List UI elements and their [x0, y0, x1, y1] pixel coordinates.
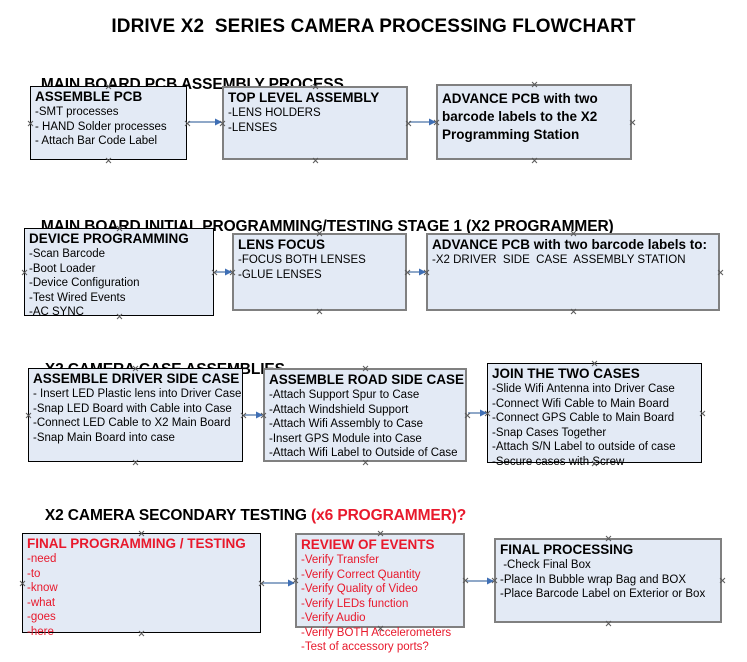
node-line: -LENS HOLDERS	[228, 107, 321, 119]
section-heading-4-text: X2 CAMERA SECONDARY TESTING	[44, 507, 312, 524]
node-title: JOIN THE TWO CASES	[492, 366, 640, 381]
page-title: IDRIVE X2 SERIES CAMERA PROCESSING FLOWC…	[111, 16, 636, 37]
node-line: -Verify LEDs function	[301, 597, 409, 610]
node-line: -X2 DRIVER SIDE CASE ASSEMBLY STATION	[432, 254, 686, 266]
node-line: -GLUE LENSES	[238, 268, 322, 281]
node-line: -Place Barcode Label on Exterior or Box	[500, 588, 706, 600]
node-line: -Scan Barcode	[29, 248, 106, 260]
node-advance-pcb-driver-side[interactable]: ADVANCE PCB with two barcode labels to: …	[426, 233, 720, 311]
node-line: -to	[27, 567, 41, 580]
section-heading-4: X2 CAMERA SECONDARY TESTING (x6 PROGRAMM…	[28, 489, 466, 543]
node-top-level-assembly[interactable]: TOP LEVEL ASSEMBLY -LENS HOLDERS -LENSES	[222, 86, 408, 160]
node-line: -Verify Transfer	[301, 554, 379, 566]
node-title: ASSEMBLE PCB	[35, 89, 143, 104]
node-line: -Place In Bubble wrap Bag and BOX	[500, 573, 687, 586]
node-line: -Attach Support Spur to Case	[269, 389, 420, 401]
node-line: -Boot Loader	[29, 262, 96, 275]
node-final-programming-testing[interactable]: FINAL PROGRAMMING / TESTING -need -to -k…	[22, 533, 261, 638]
node-line: -Verify Audio	[301, 612, 366, 624]
node-final-processing[interactable]: FINAL PROCESSING -Check Final Box -Place…	[494, 538, 722, 623]
node-line: -AC SYNC	[29, 306, 84, 318]
node-line: - HAND Solder processes	[35, 120, 167, 133]
node-line: -Snap Main Board into case	[33, 431, 175, 444]
node-line: -Verify Quality of Video	[301, 583, 418, 595]
node-advance-pcb-programming-station[interactable]: ADVANCE PCB with two barcode labels to t…	[436, 84, 632, 160]
node-line: -Secure cases with Screw	[492, 455, 625, 468]
node-line: -Connect Wifi Cable to Main Board	[492, 397, 670, 410]
node-title: ASSEMBLE DRIVER SIDE CASE	[33, 371, 240, 386]
node-line-overflow: -Test of accessory ports?	[301, 641, 429, 653]
node-title: DEVICE PROGRAMMING	[29, 231, 189, 246]
node-device-programming[interactable]: DEVICE PROGRAMMING -Scan Barcode -Boot L…	[24, 228, 214, 318]
node-line: -Device Configuration	[29, 277, 140, 289]
node-line: - Attach Bar Code Label	[35, 135, 158, 147]
node-line: -Attach Wifi Assembly to Case	[269, 418, 424, 430]
node-title: ADVANCE PCB with two barcode labels to t…	[442, 91, 598, 142]
node-line: -goes	[27, 611, 56, 623]
node-title: LENS FOCUS	[238, 237, 326, 252]
node-line: -Test Wired Events	[29, 291, 126, 304]
node-line: -Verify Correct Quantity	[301, 568, 421, 581]
node-line: -need	[27, 553, 57, 565]
node-line: -Snap LED Board with Cable into Case	[33, 402, 232, 415]
node-assemble-driver-side-case[interactable]: ASSEMBLE DRIVER SIDE CASE - Insert LED P…	[28, 368, 243, 462]
node-line: -Attach Windshield Support	[269, 403, 409, 416]
node-line: -Attach Wifi Label to Outside of Case	[269, 447, 458, 459]
node-title: ADVANCE PCB with two barcode labels to:	[432, 237, 708, 252]
node-line: -Check Final Box	[500, 559, 591, 571]
node-line: -Connect LED Cable to X2 Main Board	[33, 417, 231, 429]
node-line: -Insert GPS Module into Case	[269, 432, 422, 445]
node-line: - Insert LED Plastic lens into Driver Ca…	[33, 388, 242, 400]
node-title: FINAL PROGRAMMING / TESTING	[27, 536, 246, 551]
node-line: -Snap Cases Together	[492, 426, 607, 439]
node-lens-focus[interactable]: LENS FOCUS -FOCUS BOTH LENSES -GLUE LENS…	[232, 233, 407, 311]
node-assemble-pcb[interactable]: ASSEMBLE PCB -SMT processes - HAND Solde…	[30, 86, 187, 160]
node-line: -LENSES	[228, 121, 278, 134]
node-line: -SMT processes	[35, 106, 119, 118]
node-title: TOP LEVEL ASSEMBLY	[228, 90, 380, 105]
node-line: -Slide Wifi Antenna into Driver Case	[492, 383, 675, 395]
node-review-of-events[interactable]: REVIEW OF EVENTS -Verify Transfer -Verif…	[295, 533, 465, 653]
node-title: REVIEW OF EVENTS	[301, 537, 435, 552]
node-title: FINAL PROCESSING	[500, 542, 634, 557]
node-join-the-two-cases[interactable]: JOIN THE TWO CASES -Slide Wifi Antenna i…	[487, 363, 702, 468]
node-line: -Connect GPS Cable to Main Board	[492, 412, 675, 424]
node-line: -what	[27, 596, 56, 609]
node-line: -know	[27, 582, 58, 594]
node-line: -here	[27, 625, 54, 638]
node-assemble-road-side-case[interactable]: ASSEMBLE ROAD SIDE CASE -Attach Support …	[263, 368, 467, 462]
node-line: -Attach S/N Label to outside of case	[492, 441, 676, 453]
node-line: -Verify BOTH Accelerometers	[301, 626, 452, 639]
section-heading-4-accent: (x6 PROGRAMMER)?	[311, 507, 467, 524]
node-title: ASSEMBLE ROAD SIDE CASE	[269, 372, 465, 387]
node-line: -FOCUS BOTH LENSES	[238, 254, 366, 266]
